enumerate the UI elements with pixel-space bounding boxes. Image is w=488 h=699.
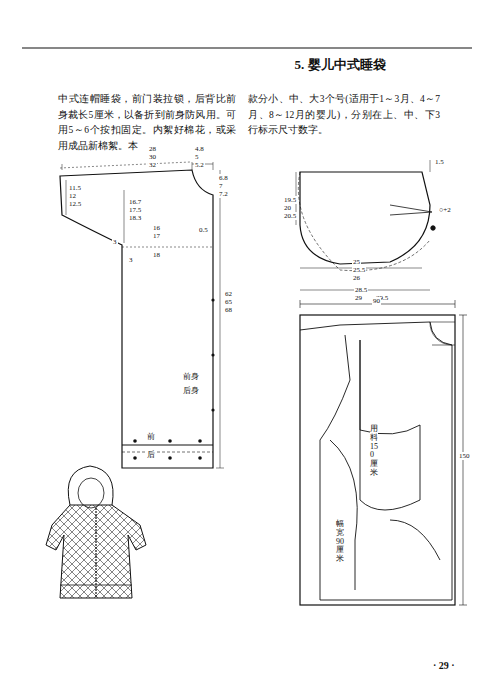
dimension: 26 — [352, 274, 361, 282]
dimension: 3 — [128, 256, 134, 264]
dimension: 150 — [458, 452, 471, 460]
dimension: 20 — [283, 204, 292, 212]
body-text: 款分小、中、大3个号(适用于1～3月、4～7月、8～12月的婴儿)，分别在上、中… — [248, 92, 440, 139]
dimension: 12 — [68, 192, 77, 200]
dimension: ○+2 — [438, 206, 452, 214]
part-name: 前身 — [182, 372, 200, 382]
part-name: 后身 — [182, 386, 200, 396]
page-title: 5. 婴儿中式睡袋 — [240, 56, 440, 74]
dimension: 1.5 — [434, 158, 445, 166]
page-number: · 29 · — [432, 660, 456, 672]
dimension: 11.5 — [68, 184, 82, 192]
dimension: 7 — [218, 182, 224, 190]
part-name: 前 — [146, 432, 156, 442]
dimension: 18.3 — [128, 214, 142, 222]
dimension: 25.5 — [352, 266, 366, 274]
dimension: 28 — [148, 145, 157, 153]
material-note: 用料150厘米 — [370, 425, 378, 478]
dimension: 17.5 — [128, 206, 142, 214]
dimension: 30 — [148, 153, 157, 161]
dimension: 19.5 — [283, 196, 297, 204]
dimension: 5.2 — [194, 161, 205, 169]
dimension: 62 — [224, 290, 233, 298]
dimension: 0.5 — [198, 226, 209, 234]
dimension: 16 — [152, 224, 161, 232]
dimension: 65 — [224, 298, 233, 306]
dimension: 20.5 — [283, 212, 297, 220]
dimension: 25 — [352, 258, 361, 266]
dimension: 32 — [148, 161, 157, 169]
dimension: 16.7 — [128, 198, 142, 206]
dimension: 68 — [224, 306, 233, 314]
dimension: 7.2 — [218, 190, 229, 198]
dimension: 29 — [354, 294, 363, 302]
dimension: 6.8 — [218, 174, 229, 182]
material-note: 幅宽90厘米 — [336, 520, 344, 564]
dimension: 28.5 — [354, 286, 368, 294]
dimension: 5 — [194, 153, 200, 161]
dimension: 17 — [152, 232, 161, 240]
body-text: 中式连帽睡袋，前门装拉锁，后背比前身裁长5厘米，以备折到前身防风用。可用5～6个… — [58, 92, 236, 154]
dimension: 18 — [152, 251, 161, 259]
dimension: 3 — [112, 238, 118, 246]
dimension: 4.8 — [194, 145, 205, 153]
part-name: 后 — [146, 450, 156, 460]
dimension: 12.5 — [68, 200, 82, 208]
dimension: 90 — [372, 297, 381, 305]
